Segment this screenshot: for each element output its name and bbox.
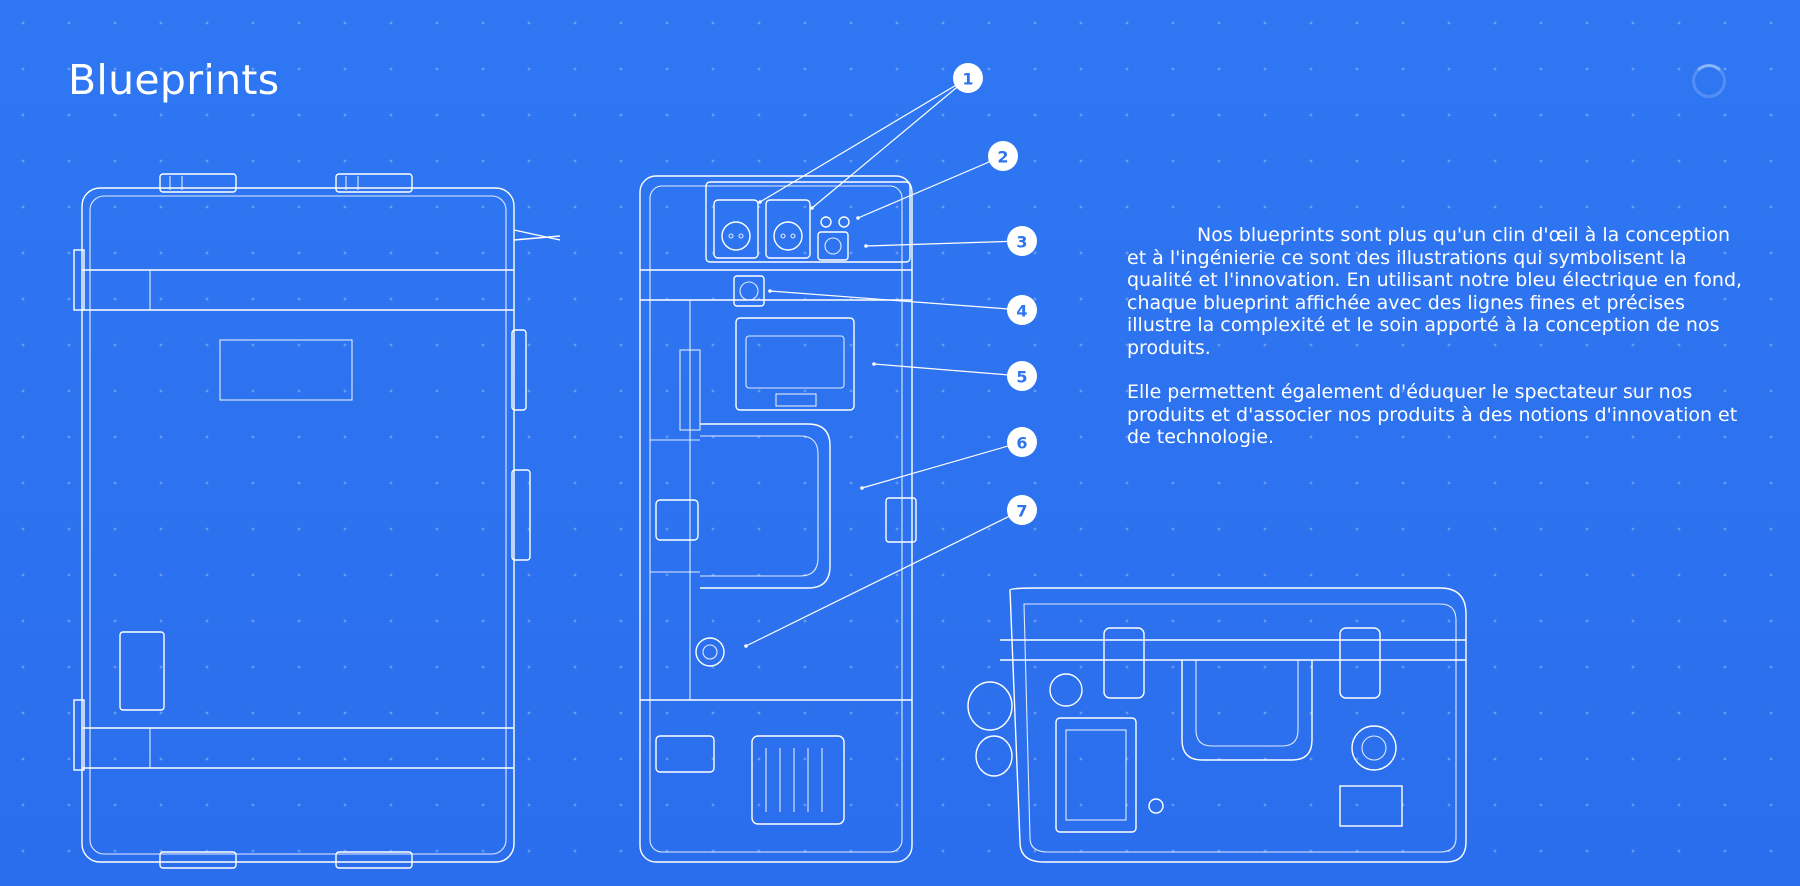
callout-marker-7: 7 [1007,495,1037,525]
page-title: Blueprints [68,56,280,104]
callout-label-2: 2 [997,148,1008,167]
callout-marker-5: 5 [1007,361,1037,391]
callout-label-3: 3 [1016,233,1027,252]
loading-spinner-icon [1692,64,1726,98]
callout-label-7: 7 [1016,502,1027,521]
callout-marker-3: 3 [1007,226,1037,256]
callout-marker-6: 6 [1007,427,1037,457]
callout-marker-2: 2 [988,141,1018,171]
callout-label-6: 6 [1016,434,1027,453]
case-back-view [73,173,561,869]
description-text: Nos blueprints sont plus qu'un clin d'œi… [1127,224,1747,471]
description-paragraph-2: Elle permettent également d'éduquer le s… [1127,381,1738,448]
case-front-view [639,175,917,863]
callout-marker-1: 1 [953,63,983,93]
description-paragraph-1: Nos blueprints sont plus qu'un clin d'œi… [1127,224,1743,359]
callout-label-4: 4 [1016,302,1027,321]
case-side-view [967,587,1467,863]
callout-label-1: 1 [962,70,973,89]
callout-label-5: 5 [1016,368,1027,387]
callout-leader-lines [744,77,1023,648]
callout-marker-4: 4 [1007,295,1037,325]
